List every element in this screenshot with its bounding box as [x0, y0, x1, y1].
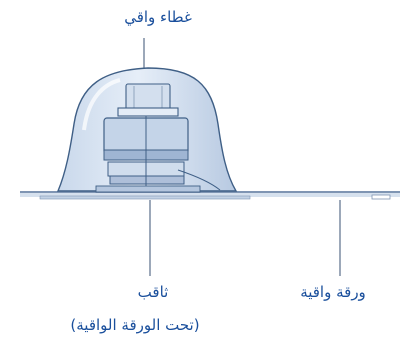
cannula-label: ثاقب: [137, 283, 169, 301]
inner-hub: [95, 83, 221, 193]
protective-cover-label: غطاء واقي: [124, 8, 192, 26]
cannula-note-label: (تحت الورقة الواقية): [70, 316, 200, 334]
liner-label: ورقة واقية: [300, 283, 366, 301]
liner-strip: [20, 191, 400, 200]
